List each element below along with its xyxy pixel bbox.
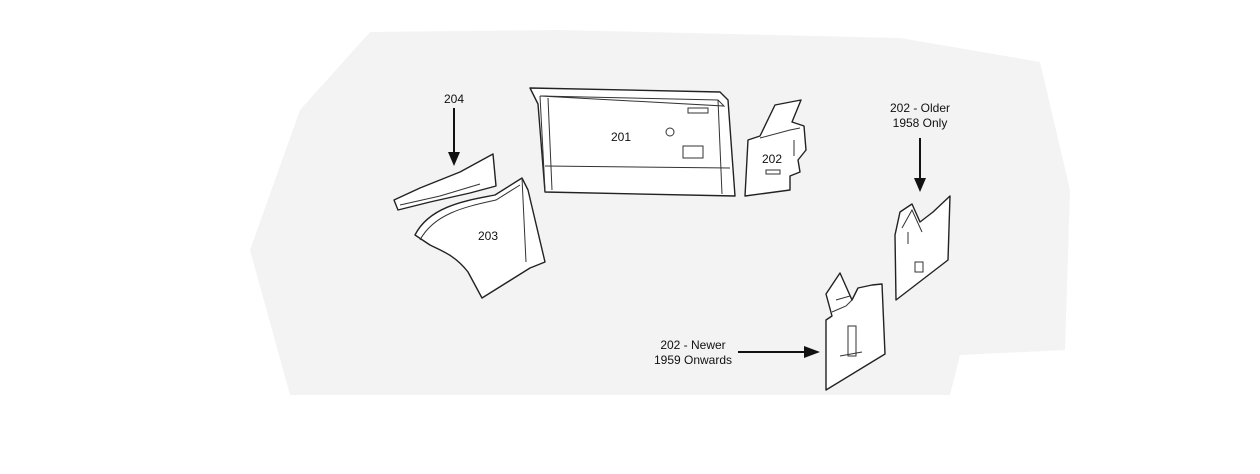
part-204 bbox=[393, 153, 497, 211]
label-202-newer-line2: 1959 Onwards bbox=[654, 353, 732, 367]
part-202-top bbox=[744, 99, 807, 197]
label-203: 203 bbox=[478, 229, 498, 243]
label-204: 204 bbox=[444, 92, 464, 106]
part-202-older bbox=[894, 195, 951, 301]
label-202: 202 bbox=[762, 152, 782, 166]
part-202-newer bbox=[825, 272, 886, 391]
part-203 bbox=[414, 177, 546, 299]
arrow-202-newer bbox=[738, 346, 820, 358]
part-201 bbox=[529, 87, 736, 197]
label-201: 201 bbox=[611, 130, 631, 144]
label-202-older-line1: 202 - Older bbox=[890, 101, 950, 115]
label-202-older-line2: 1958 Only bbox=[893, 116, 948, 130]
arrow-204 bbox=[448, 108, 460, 166]
label-202-newer-line1: 202 - Newer bbox=[660, 338, 725, 352]
arrow-202-older bbox=[914, 138, 926, 192]
